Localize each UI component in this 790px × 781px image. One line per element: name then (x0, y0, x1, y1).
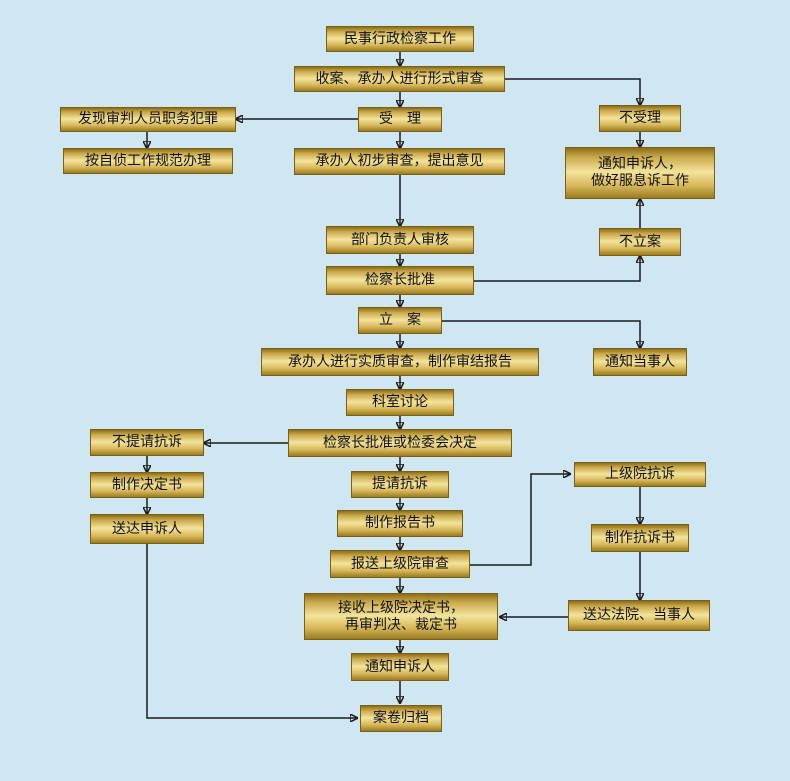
node-chief-prosecutor-approval: 检察长批准 (326, 266, 474, 295)
node-department-head-review: 部门负责人审核 (326, 226, 474, 254)
node-archive-files: 案卷归档 (360, 705, 442, 732)
arrow-n24-n21 (470, 474, 570, 566)
node-notify-appellant: 通知申诉人 (351, 653, 449, 681)
node-section-discussion: 科室讨论 (346, 389, 454, 416)
node-not-accepted: 不受理 (599, 105, 681, 132)
node-serve-court-parties: 送达法院、当事人 (568, 600, 710, 631)
node-superior-protest: 上级院抗诉 (574, 462, 706, 487)
node-accept: 受 理 (358, 107, 442, 132)
node-judicial-crime-discovered: 发现审判人员职务犯罪 (60, 107, 236, 132)
node-notify-appellant-persuade: 通知申诉人， 做好服息诉工作 (565, 147, 715, 199)
node-self-investigation-handling: 按自侦工作规范办理 (63, 148, 233, 174)
node-request-protest: 提请抗诉 (351, 471, 449, 498)
node-receive-decision-retrial: 接收上级院决定书， 再审判决、裁定书 (304, 593, 498, 640)
node-draft-report: 制作报告书 (337, 510, 463, 537)
node-draft-protest: 制作抗诉书 (591, 524, 689, 552)
node-notify-parties: 通知当事人 (593, 348, 687, 376)
arrow-n19-n28 (146, 544, 357, 718)
arrow-n10-n11 (474, 256, 640, 282)
node-draft-decision: 制作决定书 (90, 472, 204, 498)
node-civil-admin-procuratorial-work: 民事行政检察工作 (326, 26, 474, 52)
node-substantive-review-report: 承办人进行实质审查，制作审结报告 (261, 348, 539, 376)
arrow-n2-n7 (505, 78, 640, 105)
node-file-case: 立 案 (358, 307, 442, 334)
node-serve-appellant: 送达申诉人 (90, 514, 204, 544)
node-no-protest: 不提请抗诉 (90, 429, 204, 456)
node-not-filed: 不立案 (599, 228, 681, 256)
node-chief-or-committee-decision: 检察长批准或检委会决定 (288, 429, 512, 457)
node-submit-superior-review: 报送上级院审查 (330, 550, 470, 578)
node-preliminary-review: 承办人初步审查，提出意见 (294, 148, 505, 175)
node-case-intake-formal-review: 收案、承办人进行形式审查 (294, 66, 505, 92)
arrow-n12-n13 (442, 320, 640, 348)
